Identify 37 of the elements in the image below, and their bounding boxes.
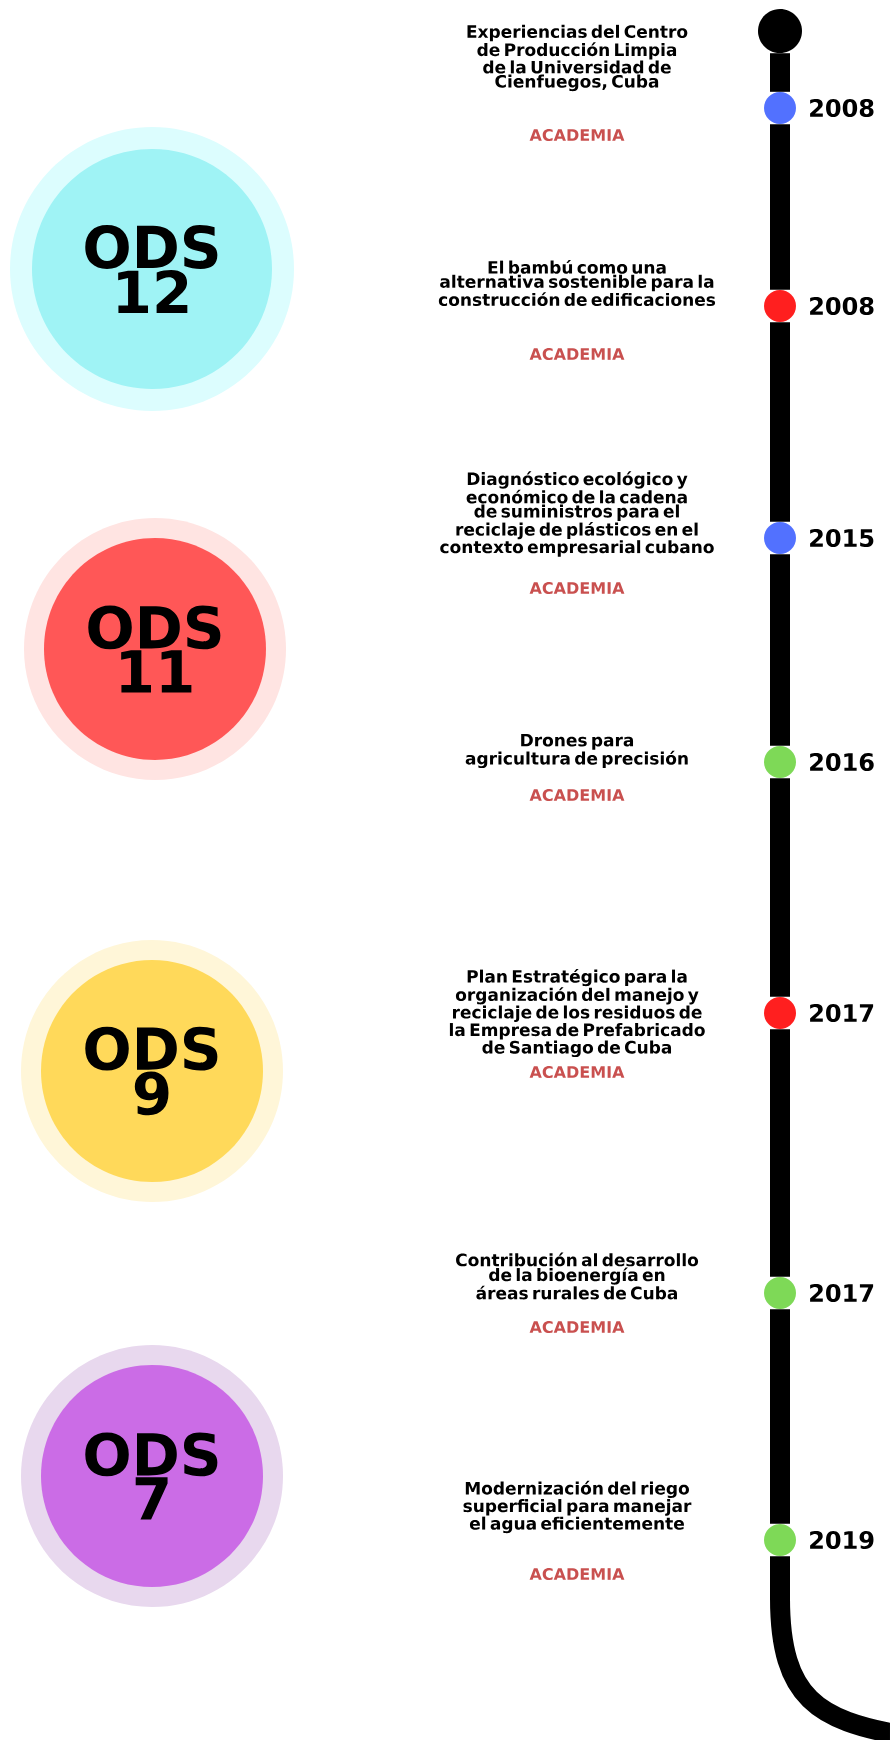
- timeline-dot: [764, 290, 796, 322]
- timeline-line: [770, 1556, 890, 1740]
- category-label: ACADEMIA: [529, 1320, 625, 1334]
- year-label: 2019: [810, 1530, 874, 1550]
- category-label: ACADEMIA: [529, 788, 625, 802]
- timeline-line: [770, 322, 790, 522]
- category-label: ACADEMIA: [529, 1065, 625, 1079]
- year-label: 2016: [810, 752, 874, 772]
- event-title: Drones para agricultura de precisión: [465, 733, 688, 769]
- timeline-dot: [764, 92, 796, 124]
- category-label: ACADEMIA: [529, 128, 625, 142]
- timeline-line: [770, 778, 790, 997]
- year-label: 2017: [810, 1003, 874, 1023]
- event-title: Diagnóstico ecológico y económico de la cadena de suministros para el reciclaje de plásticos en el contexto empresarial cubano: [440, 471, 714, 557]
- timeline-end: [758, 9, 802, 53]
- timeline-dot: [764, 1524, 796, 1556]
- timeline-line: [770, 1309, 790, 1524]
- category-label: ACADEMIA: [529, 347, 625, 361]
- timeline-dot: [764, 746, 796, 778]
- year-label: 2015: [810, 528, 874, 548]
- timeline-line: [770, 554, 790, 746]
- category-label: ACADEMIA: [529, 581, 625, 595]
- event-title: Experiencias del Centro de Producción Limpia de la Universidad de Cienfuegos, Cuba: [467, 24, 688, 92]
- timeline-dot: [764, 522, 796, 554]
- year-label: 2008: [810, 98, 874, 118]
- category-label: ACADEMIA: [529, 1567, 625, 1581]
- timeline-line: [770, 53, 790, 92]
- year-label: 2008: [810, 296, 874, 316]
- year-label: 2017: [810, 1283, 874, 1303]
- event-title: Modernización del riego superficial para manejar el agua eficientemente: [463, 1480, 692, 1534]
- event-title: Plan Estratégico para la organización del manejo y reciclaje de los residuos de la Empresa de Prefabricado de Santiago de Cuba: [449, 968, 705, 1058]
- event-title: El bambú como una alternativa sostenible para la construcción de edificaciones: [438, 259, 716, 307]
- timeline-line: [770, 1029, 790, 1277]
- timeline-line: [770, 124, 790, 290]
- timeline-dot: [764, 997, 796, 1029]
- timeline-dot: [764, 1277, 796, 1309]
- event-title: Contribución al desarrollo de la bioenergía en áreas rurales de Cuba: [456, 1252, 699, 1300]
